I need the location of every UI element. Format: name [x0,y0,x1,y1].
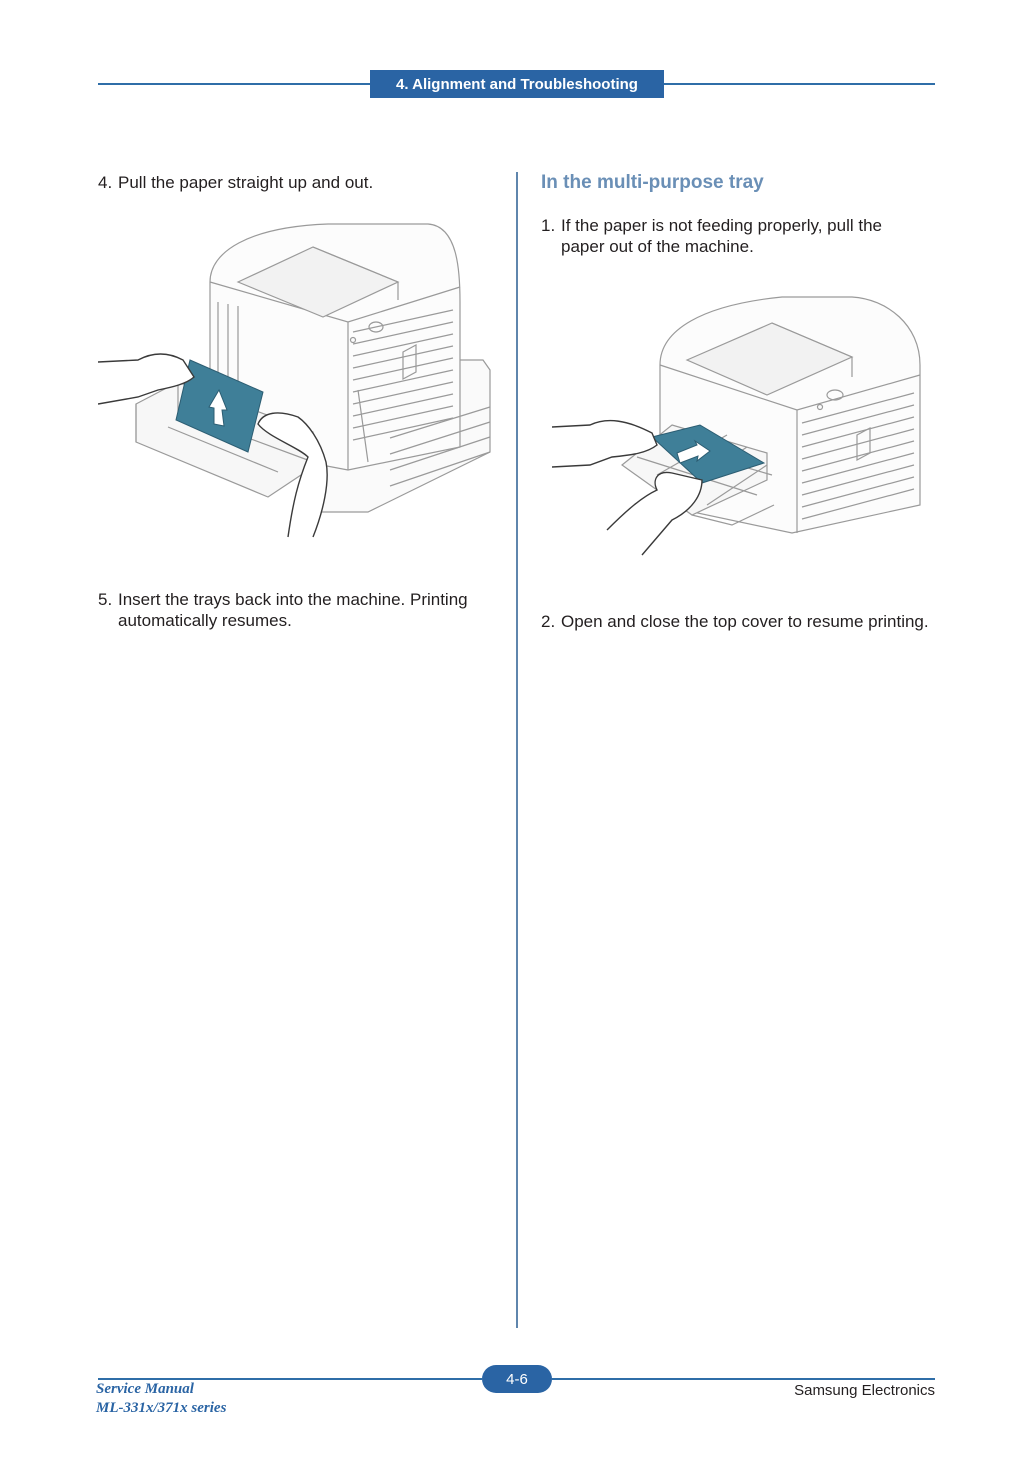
step-5: 5. Insert the trays back into the machin… [98,589,498,631]
step-2-text: Open and close the top cover to resume p… [561,612,929,631]
footer-rule-right [552,1378,935,1380]
step-4-number: 4. [98,173,113,192]
step-1-number: 1. [541,216,556,235]
page-number: 4-6 [482,1365,552,1393]
column-divider [516,172,518,1328]
footer-company: Samsung Electronics [794,1382,935,1399]
printer-tray-paper-jam-illustration [98,223,491,538]
step-1-text: If the paper is not feeding properly, pu… [561,216,882,256]
header-rule-left [98,83,370,85]
printer-mp-tray-paper-jam-illustration [552,296,921,556]
step-4-text: Pull the paper straight up and out. [118,173,374,192]
section-title: In the multi-purpose tray [541,172,764,193]
footer-manual-title: Service Manual [96,1381,194,1397]
step-2: 2. Open and close the top cover to resum… [541,611,941,632]
step-1: 1. If the paper is not feeding properly,… [541,215,911,257]
footer-model-series: ML-331x/371x series [96,1400,227,1416]
footer-manual-info: Service Manual ML-331x/371x series [96,1380,226,1418]
step-4: 4. Pull the paper straight up and out. [98,172,498,193]
chapter-title: 4. Alignment and Troubleshooting [370,70,664,98]
step-2-number: 2. [541,612,556,631]
header-rule-right [664,83,935,85]
step-5-text: Insert the trays back into the machine. … [118,590,468,630]
step-5-number: 5. [98,590,113,609]
footer-rule-left [98,1378,482,1380]
